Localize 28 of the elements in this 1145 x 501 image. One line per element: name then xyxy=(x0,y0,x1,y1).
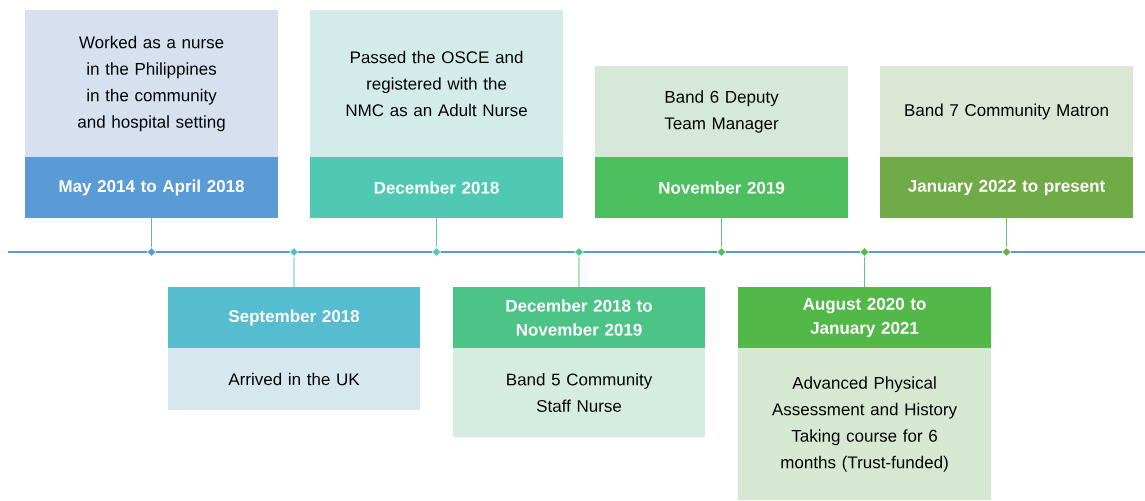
timeline-card: December 2018 to November 2019 Band 5 Community Staff Nurse xyxy=(453,287,705,437)
connector-line xyxy=(293,256,295,288)
node-label: November 2019 xyxy=(659,181,785,194)
timeline-card: Worked as a nurse in the Philippines in the community and hospital setting May 2014 to April 2018 xyxy=(25,10,278,218)
connector-line xyxy=(721,217,722,248)
timeline-marker xyxy=(574,247,584,257)
timeline-card: Band 6 Deputy Team Manager November 2019 xyxy=(595,66,848,218)
timeline-marker xyxy=(859,247,870,257)
timeline-card: August 2020 to January 2021 Advanced Physical Assessment and History Taking course for 6 months (Trust-funded) xyxy=(738,287,991,500)
connector-line xyxy=(1006,217,1007,248)
connector-line xyxy=(864,256,865,288)
timeline-card: Passed the OSCE and registered with the NMC as an Adult Nurse December 2018 xyxy=(310,10,563,218)
timeline-marker xyxy=(146,247,157,257)
timeline-card: Band 7 Community Matron January 2022 to present xyxy=(880,66,1133,218)
timeline-marker xyxy=(1001,247,1012,257)
node-label: August 2020 to January 2021 xyxy=(803,297,926,338)
node-label: December 2018 xyxy=(374,181,499,194)
node-label: December 2018 to November 2019 xyxy=(506,299,653,336)
node-label: January 2022 to present xyxy=(908,179,1106,196)
node-label: September 2018 xyxy=(228,309,360,326)
connector-line xyxy=(578,256,580,288)
node-label: May 2014 to April 2018 xyxy=(59,179,245,196)
timeline-card: September 2018 Arrived in the UK xyxy=(168,287,420,410)
timeline-marker xyxy=(289,247,299,257)
connector-line xyxy=(151,217,152,248)
timeline-marker xyxy=(431,247,442,257)
timeline-marker xyxy=(716,247,727,257)
connector-line xyxy=(436,217,437,248)
